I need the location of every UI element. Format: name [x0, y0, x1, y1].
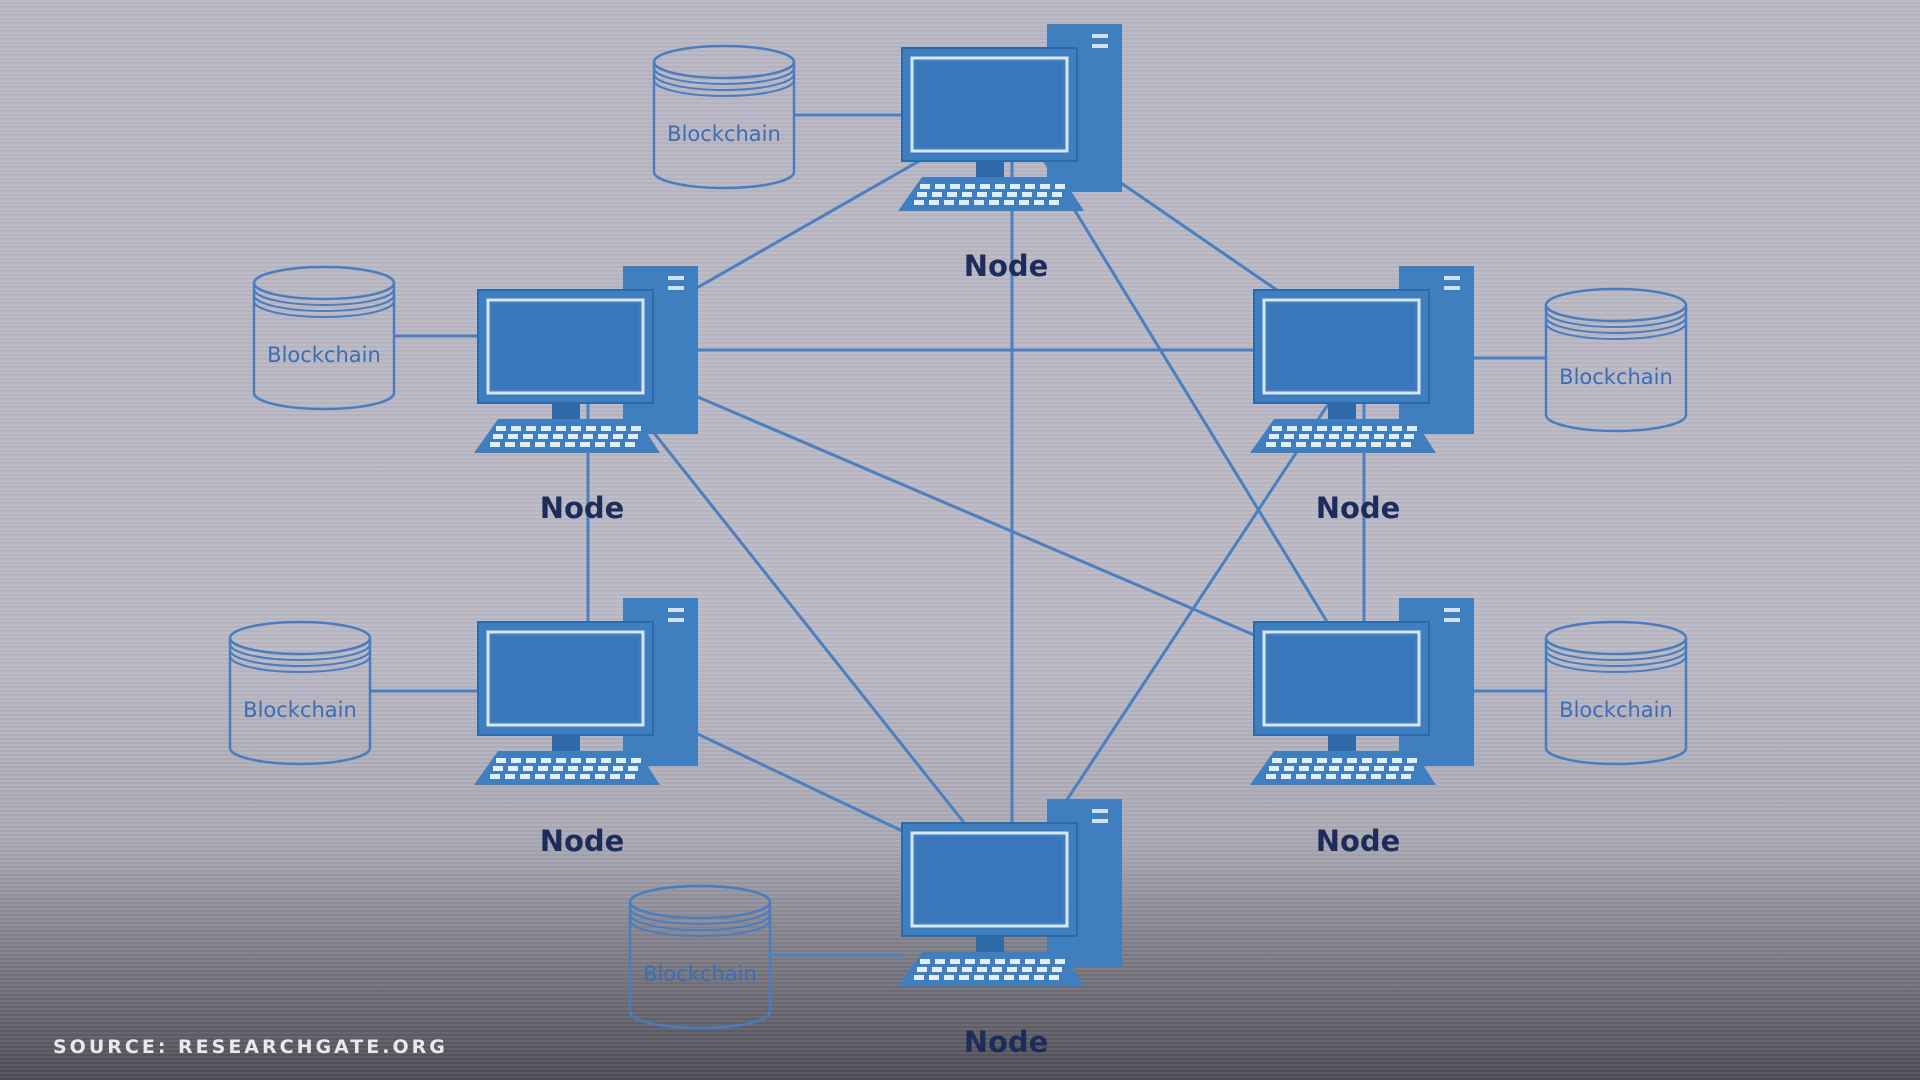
blockchain-database-icon: Blockchain [1544, 620, 1688, 766]
computer-node-lower-right: Node [1250, 598, 1474, 858]
database-links [370, 113, 1546, 957]
blockchain-database-icon: Blockchain [252, 265, 396, 411]
computer-node-bottom: Node [898, 799, 1122, 1059]
computer-node-upper-right: Node [1250, 266, 1474, 525]
database-label: Blockchain [667, 122, 781, 146]
connection-line-upper-left-bottom [586, 349, 1014, 884]
computer-node-lower-left: Node [474, 598, 698, 858]
blockchain-database-icon: Blockchain [652, 44, 796, 190]
database-label: Blockchain [243, 698, 357, 722]
node-label: Node [964, 249, 1049, 283]
databases: BlockchainBlockchainBlockchainBlockchain… [228, 44, 1688, 1030]
blockchain-database-icon: Blockchain [628, 884, 772, 1030]
blockchain-database-icon: Blockchain [1544, 287, 1688, 433]
node-label: Node [540, 824, 625, 858]
connection-lines [586, 106, 1366, 885]
node-label: Node [964, 1025, 1049, 1059]
database-label: Blockchain [267, 343, 381, 367]
database-label: Blockchain [1559, 365, 1673, 389]
database-label: Blockchain [643, 962, 757, 986]
node-label: Node [1316, 491, 1401, 525]
computer-node-upper-left: Node [474, 266, 698, 525]
source-caption: SOURCE: RESEARCHGATE.ORG [53, 1036, 448, 1058]
node-label: Node [540, 491, 625, 525]
computer-node-top: Node [898, 24, 1122, 283]
connection-line-upper-left-lower-right [587, 348, 1365, 684]
node-label: Node [1316, 824, 1401, 858]
blockchain-database-icon: Blockchain [228, 620, 372, 766]
database-label: Blockchain [1559, 698, 1673, 722]
